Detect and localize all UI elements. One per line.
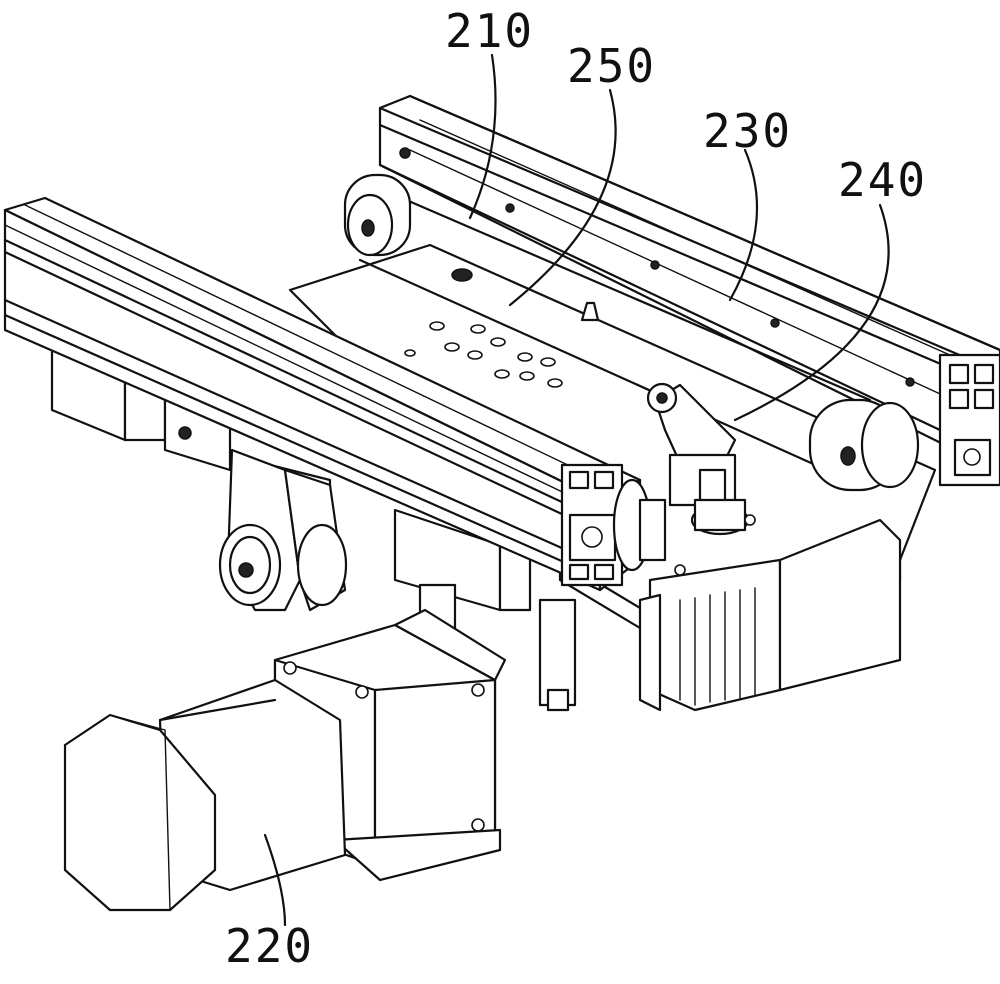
leader-230: [728, 148, 759, 302]
leader-lines: [263, 53, 890, 927]
drive-motor-220: [63, 608, 507, 912]
drive-pulley-assembly: [218, 448, 348, 612]
locating-pin: [580, 301, 600, 322]
motor-body: [63, 678, 347, 912]
lift-cylinder: [638, 498, 902, 712]
leader-210: [468, 53, 497, 220]
callout-210: 210: [445, 4, 534, 58]
front-rail-end-profile: [560, 463, 624, 587]
callout-240: 240: [838, 153, 927, 207]
callout-230: 230: [703, 104, 792, 158]
front-right-pulley: [612, 478, 667, 572]
front-rail: [3, 196, 667, 592]
rear-right-pulley: [808, 398, 920, 492]
leader-240: [733, 203, 890, 422]
callout-220: 220: [225, 919, 314, 973]
belt-tensioner-240: [646, 382, 737, 507]
plate-hole-grid: [404, 268, 563, 388]
leader-250: [508, 88, 617, 307]
rear-left-pulley: [343, 173, 412, 257]
conveyor-belt-210: [343, 173, 920, 507]
callout-250: 250: [567, 39, 656, 93]
leader-220: [263, 833, 287, 927]
rear-rail-end-profile: [938, 353, 1000, 487]
callout-labels: 210 250 230 240 220: [225, 4, 927, 973]
